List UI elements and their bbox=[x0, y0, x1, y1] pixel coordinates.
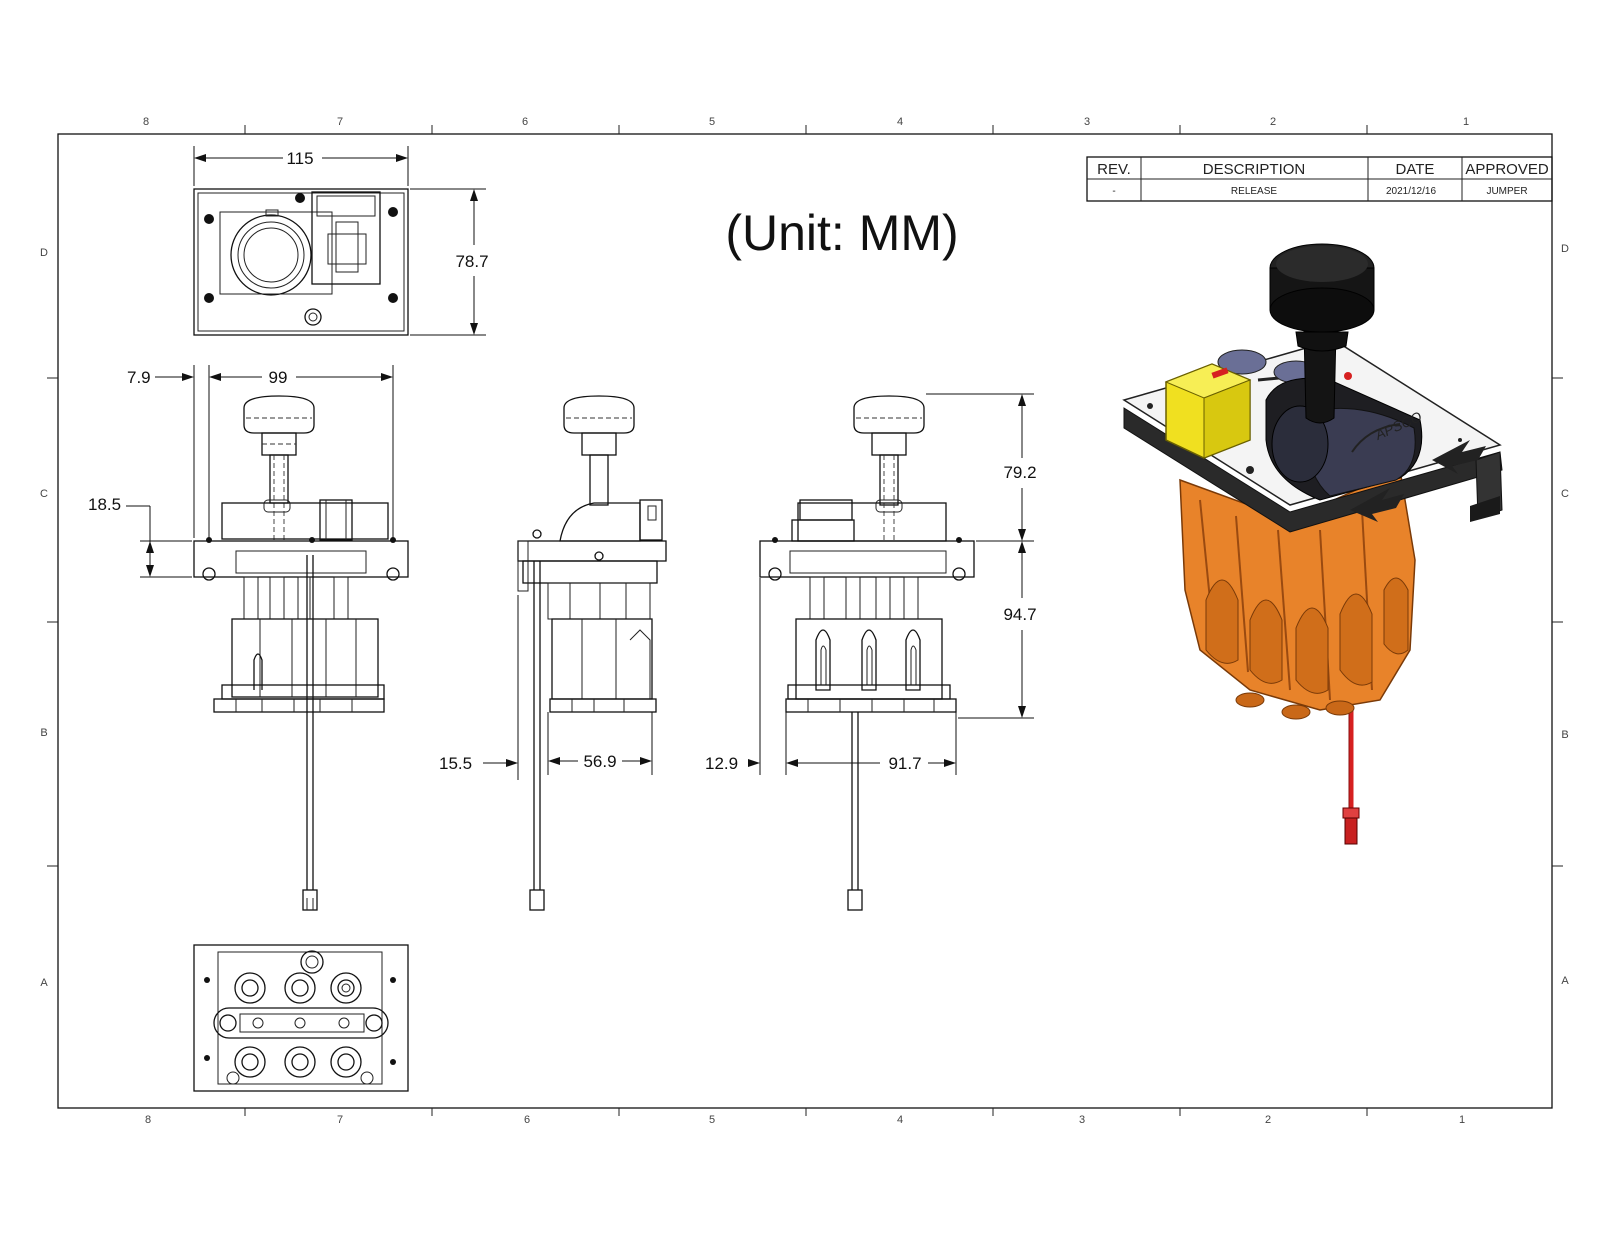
zone-bottom-label: 1 bbox=[1459, 1114, 1465, 1126]
zone-top-label: 2 bbox=[1270, 116, 1276, 128]
description-header: DESCRIPTION bbox=[1203, 161, 1306, 178]
date-value: 2021/12/16 bbox=[1386, 186, 1436, 197]
side-view bbox=[517, 395, 667, 911]
date-header: DATE bbox=[1396, 161, 1435, 178]
zone-bottom-label: 5 bbox=[709, 1114, 715, 1126]
dim-label-rear-offset: 12.9 bbox=[705, 754, 738, 773]
dimension-rear-offset: 12.9 bbox=[705, 578, 798, 775]
dimension-side-offset: 15.5 bbox=[439, 595, 519, 780]
description-value: RELEASE bbox=[1231, 186, 1277, 197]
zone-top-label: 8 bbox=[143, 116, 149, 128]
dimension-rear-upper-height: 79.2 bbox=[926, 393, 1037, 542]
dimension-side-width: 56.9 bbox=[547, 712, 653, 775]
zone-labels-left: D C B A bbox=[40, 247, 48, 989]
zone-right-label: B bbox=[1561, 729, 1568, 741]
dim-label-top-width: 115 bbox=[286, 149, 313, 168]
dimension-front-flange: 7.9 bbox=[127, 365, 221, 538]
wire-connector bbox=[1342, 807, 1360, 819]
isometric-view: APSCO bbox=[1122, 243, 1503, 845]
zone-top-label: 1 bbox=[1463, 116, 1469, 128]
dim-label-rear-width: 91.7 bbox=[888, 754, 921, 773]
zone-top-label: 3 bbox=[1084, 116, 1090, 128]
rear-view bbox=[759, 395, 975, 911]
zone-left-label: A bbox=[40, 977, 48, 989]
approved-header: APPROVED bbox=[1465, 161, 1549, 178]
dim-label-front-plate-height: 18.5 bbox=[88, 495, 121, 514]
bottom-view bbox=[193, 944, 409, 1092]
dimension-front-plate-height: 18.5 bbox=[88, 495, 192, 578]
dimension-top-height: 78.7 bbox=[410, 188, 489, 336]
zone-bottom-label: 2 bbox=[1265, 1114, 1271, 1126]
zone-right-label: D bbox=[1561, 243, 1569, 255]
zone-bottom-label: 3 bbox=[1079, 1114, 1085, 1126]
dim-label-side-offset: 15.5 bbox=[439, 754, 472, 773]
zone-bottom-label: 8 bbox=[145, 1114, 151, 1126]
zone-top-label: 7 bbox=[337, 116, 343, 128]
dimension-rear-lower-height: 94.7 bbox=[958, 541, 1037, 719]
zone-right-label: A bbox=[1561, 975, 1569, 987]
dimension-front-width: 99 bbox=[211, 365, 394, 538]
dim-label-rear-lower-height: 94.7 bbox=[1003, 605, 1036, 624]
dim-label-rear-upper-height: 79.2 bbox=[1003, 463, 1036, 482]
drawing-title: (Unit: MM) bbox=[725, 205, 958, 261]
zone-labels-top: 8 7 6 5 4 3 2 1 bbox=[143, 116, 1469, 128]
zone-labels-right: D C B A bbox=[1561, 243, 1569, 987]
dim-label-front-flange: 7.9 bbox=[127, 368, 151, 387]
zone-bottom-label: 4 bbox=[897, 1114, 903, 1126]
dimension-rear-width: 91.7 bbox=[788, 712, 957, 775]
dimension-top-width: 115 bbox=[193, 146, 409, 186]
front-view bbox=[193, 395, 409, 911]
dim-label-front-width: 99 bbox=[269, 368, 288, 387]
approved-value: JUMPER bbox=[1486, 186, 1527, 197]
zone-left-label: D bbox=[40, 247, 48, 259]
drawing-border bbox=[47, 125, 1563, 1116]
rev-header: REV. bbox=[1097, 161, 1131, 178]
zone-top-label: 6 bbox=[522, 116, 528, 128]
top-view bbox=[193, 188, 409, 336]
zone-bottom-label: 6 bbox=[524, 1114, 530, 1126]
zone-right-label: C bbox=[1561, 488, 1569, 500]
dim-label-side-width: 56.9 bbox=[583, 752, 616, 771]
zone-left-label: B bbox=[40, 727, 47, 739]
zone-left-label: C bbox=[40, 488, 48, 500]
mounting-frame bbox=[1123, 407, 1503, 533]
revision-table: REV. DESCRIPTION DATE APPROVED - RELEASE… bbox=[1086, 156, 1553, 202]
zone-top-label: 5 bbox=[709, 116, 715, 128]
lever-shaft bbox=[1303, 329, 1337, 424]
zone-bottom-label: 7 bbox=[337, 1114, 343, 1126]
dim-label-top-height: 78.7 bbox=[455, 252, 488, 271]
rev-value: - bbox=[1112, 186, 1115, 197]
zone-labels-bottom: 8 7 6 5 4 3 2 1 bbox=[145, 1114, 1465, 1126]
zone-top-label: 4 bbox=[897, 116, 903, 128]
